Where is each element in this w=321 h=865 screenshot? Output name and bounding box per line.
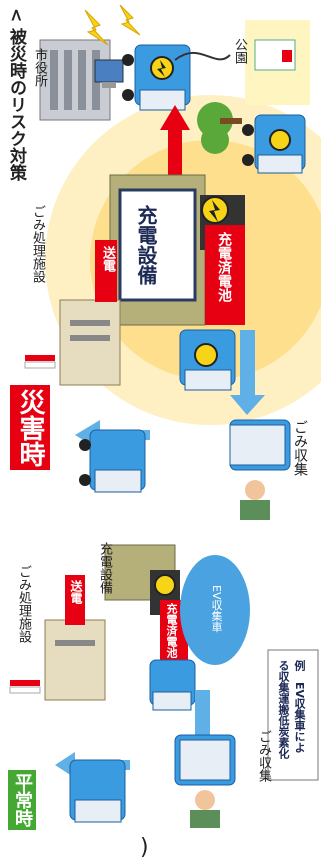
ev-truck-icon	[242, 114, 306, 174]
worker-icon	[240, 480, 270, 520]
computer-icon	[94, 59, 124, 88]
normal-garbage-facility	[9, 619, 106, 701]
garbage-truck-icon	[229, 419, 291, 471]
park-label: 公園	[232, 38, 247, 64]
charging-facility-building	[109, 174, 245, 326]
ev-truck-icon	[179, 329, 236, 391]
city-hall-label: 市役所	[32, 48, 47, 87]
garbage-truck-icon	[69, 759, 126, 823]
ev-bubble	[180, 555, 250, 665]
normal-collection-label: ごみ収集	[256, 730, 271, 782]
battery-label: 充電済電池	[216, 232, 232, 302]
example-box	[267, 649, 319, 781]
garbage-truck-icon	[174, 734, 236, 786]
park-illustration	[197, 20, 310, 154]
power-bar	[65, 575, 85, 625]
garbage-facility-label: ごみ処理施設	[30, 205, 45, 283]
normal-charging-label: 充電設備	[97, 542, 112, 594]
ev-truck-icon	[122, 44, 191, 111]
normal-facility-label: ごみ処理施設	[16, 565, 31, 643]
normal-power-label: 送電	[69, 580, 83, 604]
power-label: 送電	[100, 246, 115, 272]
footer-mark: )	[140, 835, 149, 860]
worker-icon	[190, 790, 220, 828]
garbage-truck-icon	[79, 429, 146, 493]
collection-label: ごみ収集	[292, 420, 308, 476]
normal-badge: 平常時	[8, 770, 36, 830]
lightning-bolt-icon	[84, 4, 141, 46]
garbage-facility-building	[24, 299, 121, 386]
disaster-badge: 災害時	[10, 385, 50, 470]
charging-facility-label: 充電設備	[134, 205, 158, 285]
ev-truck-icon	[149, 659, 196, 711]
ev-label: EV収集車	[210, 585, 223, 633]
page-title: < 被災時のリスク対策	[6, 8, 26, 182]
red-arrow-up	[160, 105, 190, 185]
power-bar	[95, 240, 117, 302]
normal-battery-label: 充電済電池	[165, 603, 178, 658]
example-text: 例 EV収集車によ る収集運搬低炭素化	[277, 660, 306, 759]
